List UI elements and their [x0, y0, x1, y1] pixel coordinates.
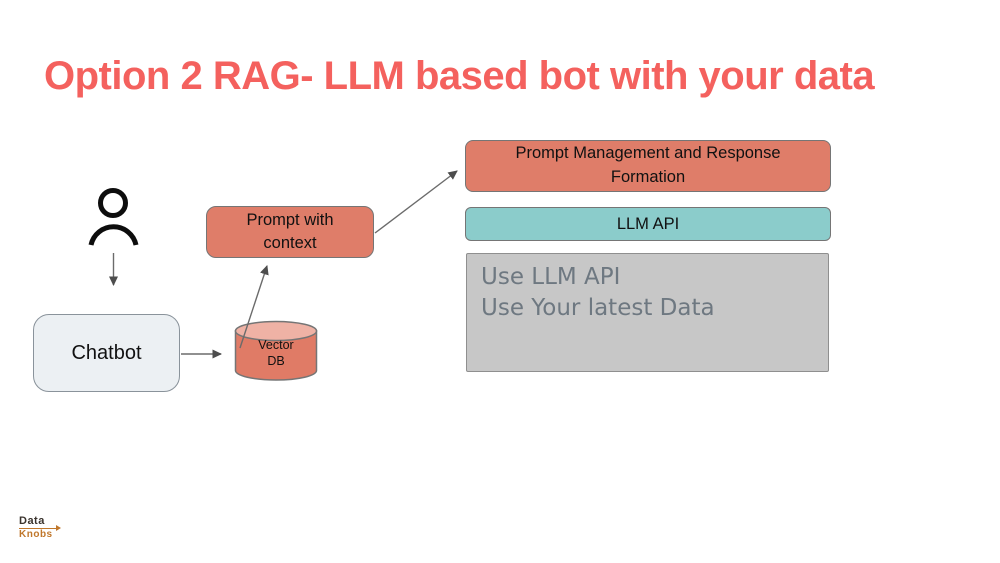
- vector-db-label: Vector DB: [235, 337, 317, 370]
- brand-logo: Data Knobs: [19, 515, 65, 540]
- llm-api-label: LLM API: [616, 214, 680, 233]
- brand-logo-line1: Data: [19, 515, 45, 527]
- prompt-context-line2: context: [263, 234, 317, 252]
- vector-db-label-line1: Vector: [258, 338, 294, 352]
- page-title: Option 2 RAG- LLM based bot with your da…: [44, 54, 875, 98]
- llm-api-node: LLM API: [465, 207, 831, 241]
- arrow-prompt-context-to-prompt-mgmt: [374, 170, 458, 234]
- info-box: Use LLM API Use Your latest Data: [466, 253, 829, 372]
- prompt-management-line1: Prompt Management and Response: [515, 144, 781, 163]
- vector-db-label-line2: DB: [267, 354, 285, 369]
- brand-logo-arrow-icon: [19, 524, 61, 531]
- prompt-context-node: Prompt with context: [206, 206, 374, 258]
- chatbot-node: Chatbot: [33, 314, 180, 392]
- prompt-management-line2: Formation: [610, 168, 686, 186]
- prompt-context-line1: Prompt with: [246, 210, 334, 229]
- info-box-line2: Use Your latest Data: [481, 294, 715, 321]
- user-icon: [88, 188, 139, 246]
- prompt-management-node: Prompt Management and Response Formation: [465, 140, 831, 192]
- arrow-vectordb-to-prompt-context: [239, 265, 269, 349]
- brand-logo-line2: Knobs: [19, 528, 53, 540]
- info-box-line1: Use LLM API: [481, 264, 621, 290]
- chatbot-label: Chatbot: [71, 341, 142, 364]
